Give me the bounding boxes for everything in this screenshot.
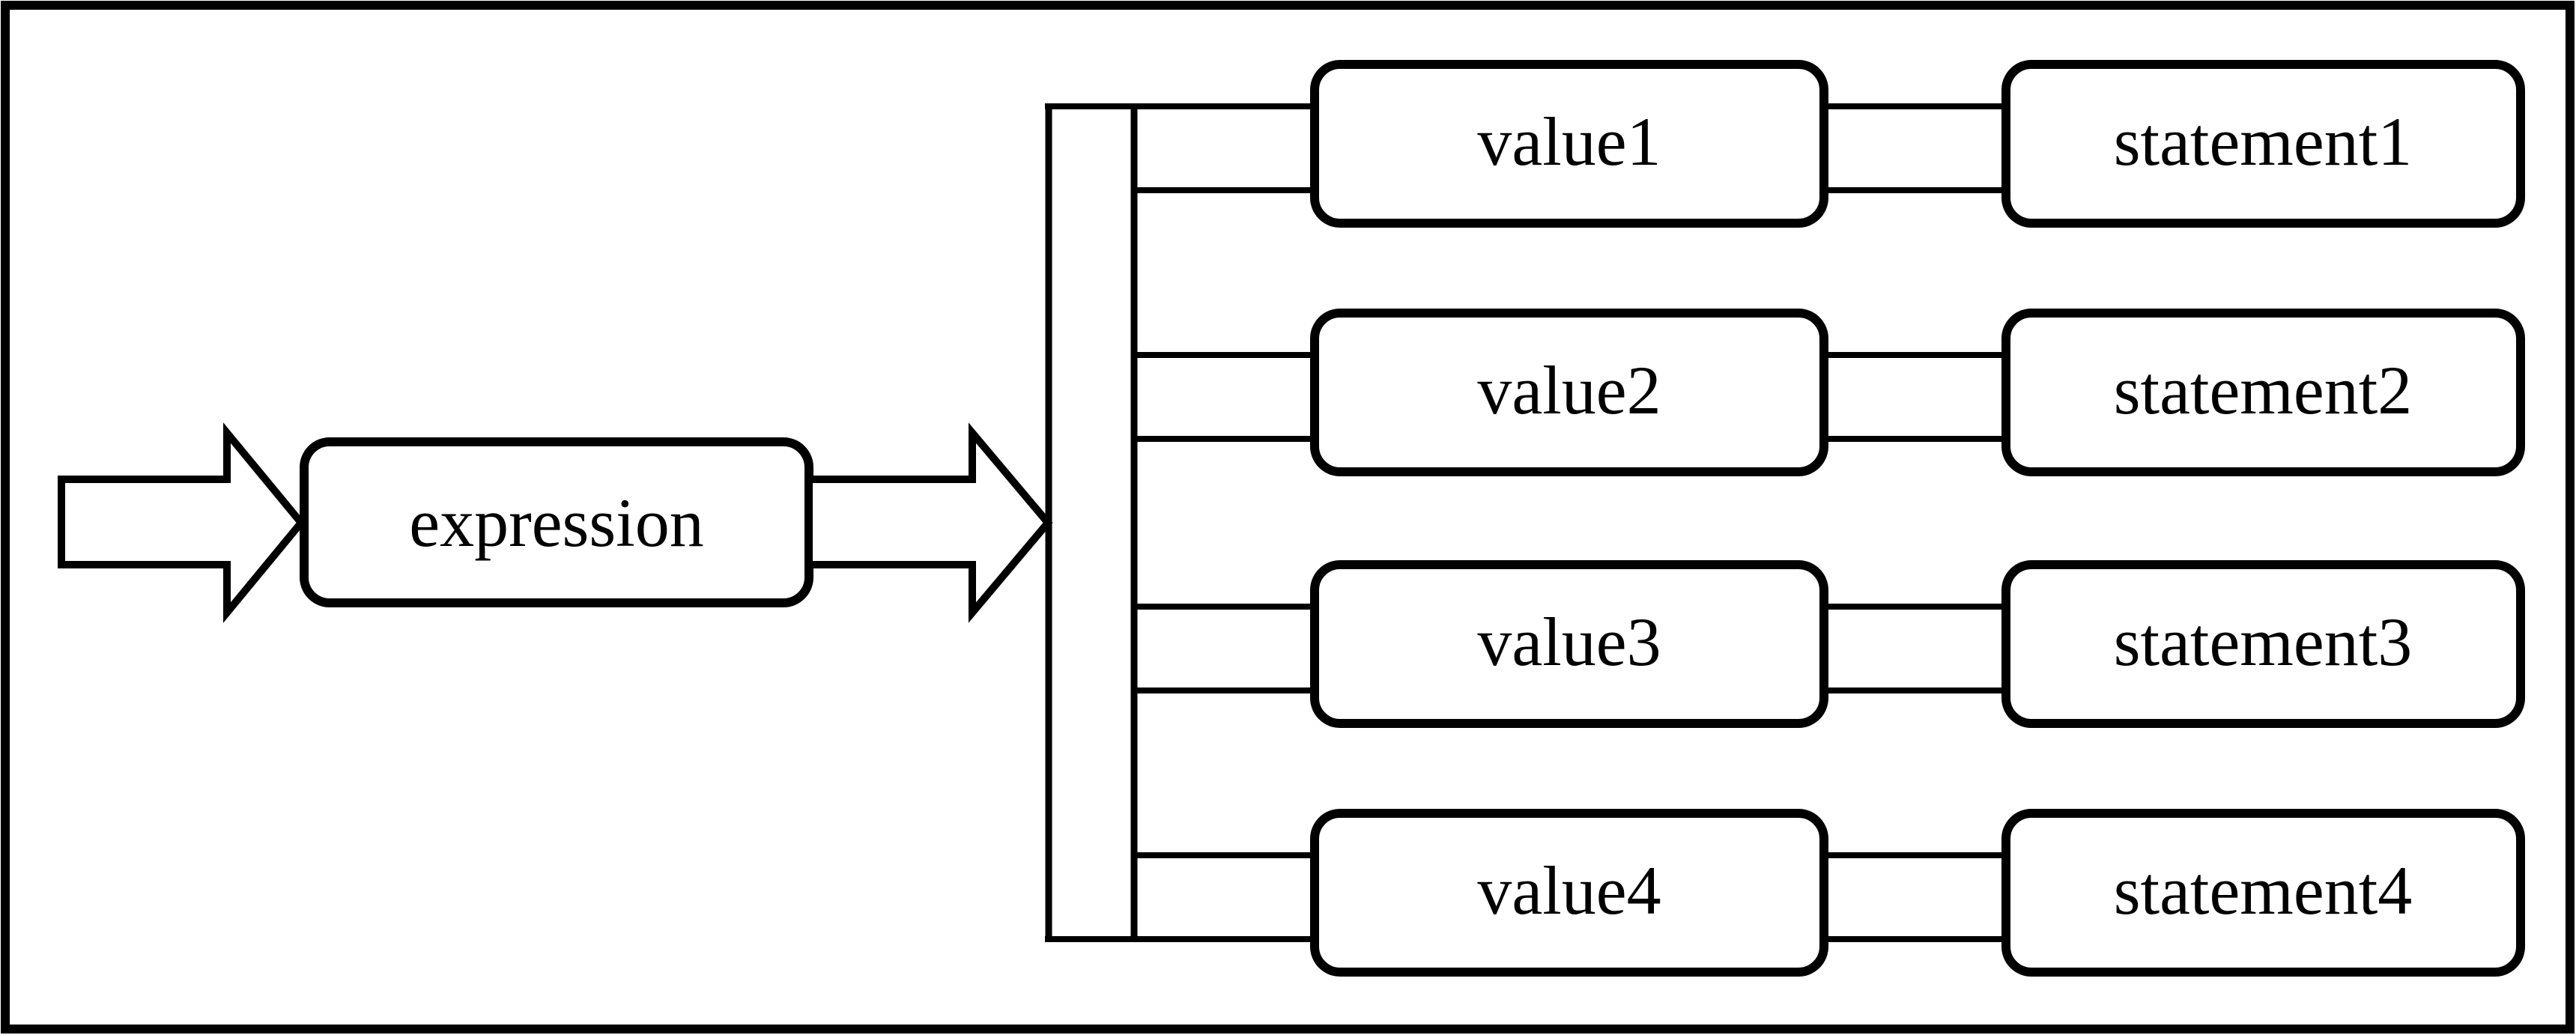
expression-label: expression	[409, 485, 703, 561]
branch-row: value4 statement4	[1310, 809, 2525, 977]
value-node	[1310, 309, 1828, 476]
value-label: value1	[1477, 103, 1661, 180]
value-node	[1310, 60, 1828, 228]
statement-label: statement3	[2114, 604, 2413, 680]
statement-node	[2001, 60, 2525, 228]
statement-label: statement2	[2114, 352, 2413, 428]
statement-node	[2001, 809, 2525, 977]
branch-bus	[1045, 103, 1319, 942]
statement-label: statement4	[2114, 852, 2413, 929]
statement-node	[2001, 309, 2525, 476]
value-label: value4	[1477, 852, 1661, 929]
branch-row: value3 statement3	[1310, 560, 2525, 728]
value-node	[1310, 809, 1828, 977]
value-label: value2	[1477, 352, 1661, 428]
value-node	[1310, 560, 1828, 728]
branch-row: value1 statement1	[1310, 60, 2525, 228]
flow-arrow-icon	[805, 422, 1053, 623]
statement-label: statement1	[2114, 103, 2413, 180]
value-label: value3	[1477, 604, 1661, 680]
statement-node	[2001, 560, 2525, 728]
branch-row: value2 statement2	[1310, 309, 2525, 476]
entry-arrow-icon	[58, 422, 306, 623]
